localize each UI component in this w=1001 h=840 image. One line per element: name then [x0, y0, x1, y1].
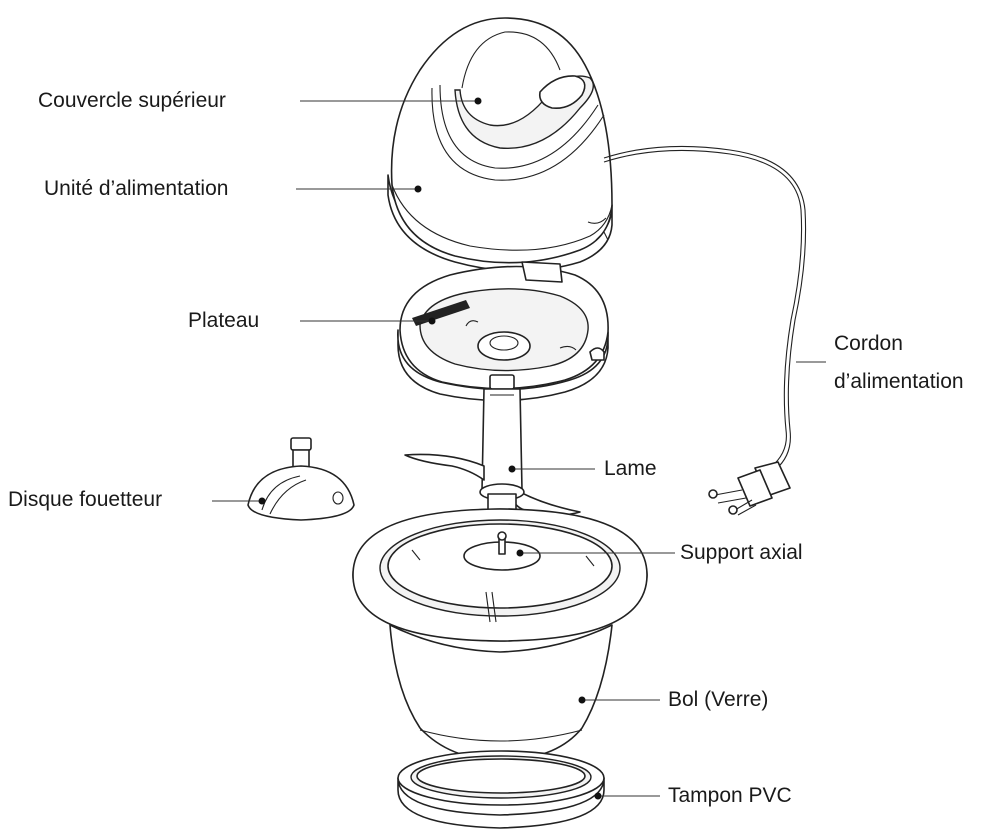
pvc-pad-part — [397, 750, 605, 829]
label-motor-unit: Unité d’alimentation — [44, 177, 229, 200]
tray-part — [397, 261, 609, 402]
dot-tray — [428, 317, 436, 325]
label-top-cover: Couvercle supérieur — [38, 89, 226, 112]
dot-axial — [516, 549, 524, 557]
label-axial-support: Support axial — [680, 541, 803, 564]
label-pvc-pad: Tampon PVC — [668, 784, 792, 807]
label-power-cord-line1: Cordon — [834, 332, 903, 355]
dot-whisk — [258, 497, 266, 505]
dot-bowl — [578, 696, 586, 704]
whisk-disc-part — [247, 437, 355, 521]
label-power-cord: Cordon d’alimentation — [834, 331, 964, 395]
bowl-part — [352, 508, 648, 761]
label-whisk-disc: Disque fouetteur — [8, 488, 163, 511]
power-cord-part — [603, 145, 807, 516]
label-power-cord-line2: d’alimentation — [834, 370, 964, 393]
blade-part — [404, 374, 581, 516]
dot-top-cover — [474, 97, 482, 105]
leader-lines — [212, 97, 826, 800]
label-blade: Lame — [604, 457, 657, 480]
label-bowl: Bol (Verre) — [668, 688, 769, 711]
dot-blade — [508, 465, 516, 473]
dot-motor-unit — [414, 185, 422, 193]
label-tray: Plateau — [188, 309, 260, 332]
dot-pvc — [594, 792, 602, 800]
top-cover-part — [431, 31, 605, 181]
